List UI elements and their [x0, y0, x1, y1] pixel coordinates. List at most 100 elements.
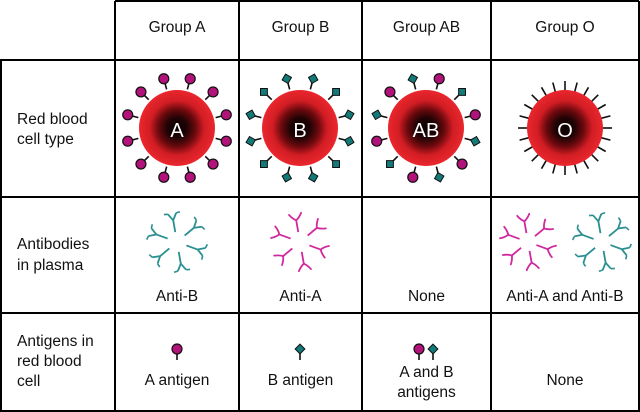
- antigen-a-icon: [207, 158, 219, 170]
- antigen-b-icon: [343, 135, 355, 147]
- column-header-group-o: Group O: [535, 19, 594, 36]
- antibody-tip: [150, 224, 154, 229]
- antibody-stem: [156, 233, 168, 240]
- antibody-stem: [307, 227, 318, 237]
- antibody-tip: [571, 236, 576, 241]
- antibody-arm: [319, 245, 330, 251]
- column-header-group-a: Group A: [149, 19, 207, 36]
- antigen-b-icon: [281, 171, 293, 183]
- antigen-a-icon: [220, 135, 232, 147]
- antigen-a-icon: [135, 158, 147, 170]
- antibody-stem: [511, 247, 522, 257]
- antibody-arm: [288, 214, 298, 222]
- antigen-icon-group-b: [294, 343, 306, 360]
- antigen-a-icon: [433, 73, 445, 85]
- antibody-stem: [159, 247, 170, 257]
- antigen-label-group-b: B antigen: [268, 372, 334, 389]
- row-label-rbc-line-1: Red blood: [17, 111, 88, 128]
- antibody-stem: [602, 250, 607, 263]
- antibody-arm: [525, 261, 533, 272]
- antigen-icon-group-a: [171, 343, 183, 360]
- antibody-arm: [152, 255, 161, 259]
- column-header-group-ab: Group AB: [393, 19, 460, 36]
- antibody-stem: [282, 247, 293, 257]
- antigen-b-icon: [469, 135, 481, 147]
- antigen-a-icon: [371, 135, 383, 147]
- antibody-arm: [281, 255, 285, 266]
- antibody-arm: [180, 263, 187, 271]
- cell-letter-b: B: [293, 120, 306, 142]
- red-blood-cell-group-a: [122, 73, 232, 183]
- red-blood-cell-group-b: [245, 73, 355, 183]
- antibody-arm: [523, 212, 531, 223]
- antibody-stem: [523, 221, 528, 234]
- antibody-arm: [148, 233, 157, 237]
- antibody-stem: [581, 233, 594, 240]
- cell-body: [527, 90, 603, 166]
- antigen-a-icon: [220, 109, 232, 121]
- antigen-a-icon: [158, 73, 170, 85]
- antigen-a-icon: [407, 171, 419, 183]
- antigen-b-icon: [245, 135, 257, 147]
- antibody-tip: [625, 255, 628, 260]
- antigen-b-icon: [307, 73, 319, 85]
- antibody-tip: [576, 224, 579, 229]
- antigen-a-icon: [184, 73, 196, 85]
- antibody-arm: [193, 225, 202, 229]
- antibody-arm: [597, 213, 603, 222]
- antibody-arm: [582, 255, 587, 264]
- antibody-arm: [172, 212, 177, 221]
- cell-body: [388, 90, 464, 166]
- antibody-arm: [302, 262, 312, 270]
- antibody-tip: [175, 210, 181, 214]
- antibody-arm: [297, 262, 305, 273]
- antigen-a-icon: [413, 343, 425, 355]
- antigen-b-icon: [281, 73, 293, 85]
- antibody-arm: [546, 248, 553, 259]
- row-label-antibodies-line-2: in plasma: [17, 257, 84, 274]
- antibody-arm: [546, 244, 557, 251]
- antigen-b-icon: [260, 88, 268, 96]
- cell-letter-a: A: [170, 120, 184, 142]
- antibody-arm: [295, 211, 303, 222]
- antibody-stem: [536, 244, 549, 251]
- antibody-tip: [617, 217, 622, 222]
- antibody-arm: [576, 227, 583, 236]
- antigen-b-icon: [386, 160, 394, 168]
- antibody-tip: [598, 269, 603, 273]
- antibody-tip: [628, 243, 633, 248]
- antibody-arm: [315, 226, 327, 230]
- antibody-stem: [585, 247, 596, 257]
- antibody-arm: [270, 233, 281, 239]
- antibody-stem: [295, 220, 300, 233]
- antibody-arm: [274, 225, 281, 236]
- antibody-stem: [309, 244, 321, 251]
- antibody-arm: [621, 246, 630, 251]
- antibody-tip: [200, 255, 204, 260]
- antigen-a-icon: [469, 109, 481, 121]
- antigen-a-icon: [384, 86, 396, 98]
- antigen-b-icon: [407, 73, 419, 85]
- antigen-b-icon: [343, 109, 355, 121]
- antigen-b-icon: [260, 160, 268, 168]
- antibody-arm: [197, 247, 206, 251]
- antigen-b-icon: [307, 171, 319, 183]
- antibody-label-group-o: Anti-A and Anti-B: [506, 288, 623, 305]
- antigen-b-icon: [371, 109, 383, 121]
- antibody-cluster-anti-b: [145, 210, 209, 274]
- antigen-a-icon: [122, 135, 134, 147]
- antigen-label-group-a: A antigen: [145, 372, 210, 389]
- antibody-arm: [592, 214, 600, 222]
- antibody-tip: [173, 270, 179, 274]
- antibody-arm: [604, 262, 612, 270]
- antigen-icon-group-ab: [413, 343, 439, 360]
- antibody-arm: [499, 233, 510, 240]
- antibody-arm: [617, 226, 627, 230]
- antigen-b-icon: [294, 343, 306, 355]
- antibody-tip: [193, 216, 198, 221]
- antigen-b-icon: [458, 88, 466, 96]
- antibody-stem: [608, 227, 619, 237]
- antigen-b-icon: [245, 109, 257, 121]
